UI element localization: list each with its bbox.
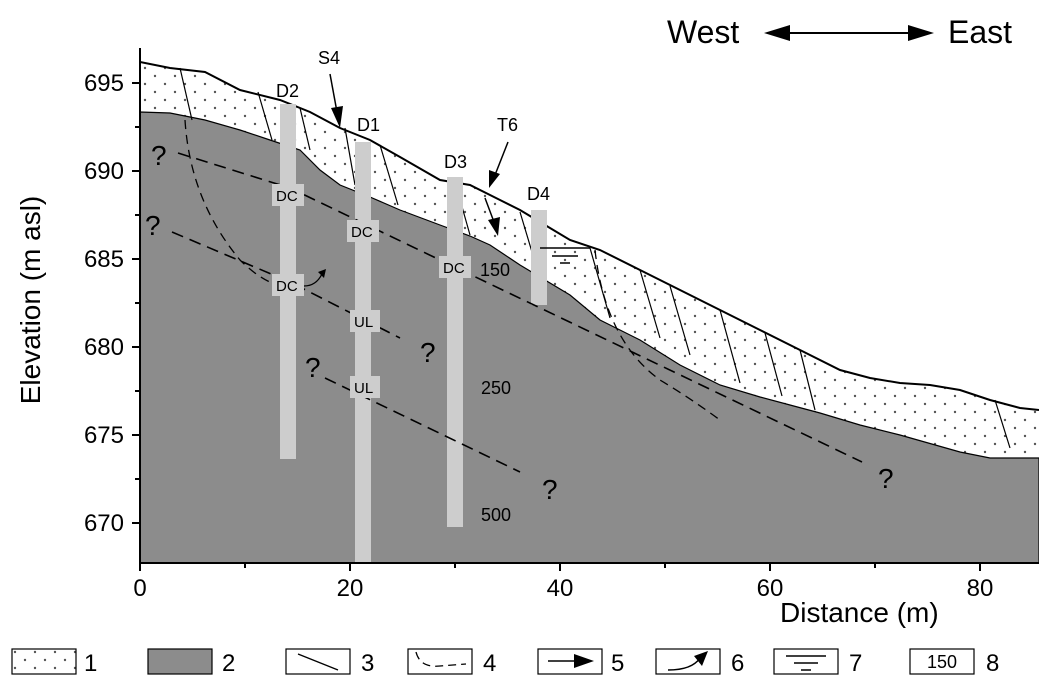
zone-dc-d3: DC <box>439 256 471 278</box>
zone-label: UL <box>354 314 373 331</box>
borehole-d4 <box>531 210 547 305</box>
legend-num: 4 <box>483 650 496 677</box>
borehole-label-d1: D1 <box>357 115 380 135</box>
legend-item-8: 150 8 <box>909 648 999 677</box>
borehole-label-d2: D2 <box>276 81 299 101</box>
t6-arrow-icon <box>489 141 509 188</box>
dashed-slip-curves <box>184 119 721 421</box>
legend-num: 5 <box>611 650 624 677</box>
shear-lines <box>179 67 1011 449</box>
zone-label: DC <box>443 260 465 277</box>
curved-arrow-head <box>318 269 326 278</box>
zone-ul-lower: UL <box>350 376 380 398</box>
legend-num: 3 <box>361 650 374 677</box>
east-label: East <box>948 14 1012 50</box>
unknown-mark: ? <box>145 210 161 241</box>
west-east-arrow <box>764 25 934 41</box>
legend: 1 2 3 4 5 6 <box>11 648 999 677</box>
legend-item-1: 1 <box>11 648 97 677</box>
zone-ul-upper: UL <box>350 310 380 332</box>
y-ticks <box>132 82 140 524</box>
legend-item-2: 2 <box>147 648 235 677</box>
bedrock-layer <box>140 111 1039 563</box>
legend-item-7: 7 <box>773 648 862 677</box>
x-tick-label: 0 <box>133 575 146 602</box>
legend-num: 6 <box>731 650 744 677</box>
y-tick-label: 690 <box>84 158 124 185</box>
x-tick-label: 60 <box>757 575 784 602</box>
legend-item-3: 3 <box>285 648 374 677</box>
unknown-mark: ? <box>305 352 321 383</box>
x-ticks <box>139 563 981 571</box>
west-label: West <box>667 14 739 50</box>
x-axis-title: Distance (m) <box>780 597 939 628</box>
y-tick-label: 675 <box>84 422 124 449</box>
x-axis <box>139 562 1039 571</box>
y-tick-label: 670 <box>84 510 124 537</box>
unknown-mark: ? <box>542 474 558 505</box>
zone-dc-d2-upper: DC <box>272 184 304 206</box>
zone-label: DC <box>351 224 373 241</box>
legend-box-value: 150 <box>927 652 957 672</box>
legend-num: 7 <box>849 650 862 677</box>
zone-dc-d2-lower: DC <box>272 274 304 296</box>
borehole-d1 <box>355 142 371 563</box>
resistivity-label-150: 150 <box>480 260 510 280</box>
y-tick-label: 680 <box>84 334 124 361</box>
s4-arrow-icon <box>329 73 343 128</box>
x-tick-label: 80 <box>967 575 994 602</box>
resistivity-label-250: 250 <box>481 378 511 398</box>
marker-label-t6: T6 <box>497 115 518 135</box>
legend-item-4: 4 <box>407 648 496 677</box>
zone-label: DC <box>276 278 298 295</box>
borehole-d3 <box>447 177 463 527</box>
marker-label-s4: S4 <box>318 48 340 68</box>
unknown-mark: ? <box>878 463 894 494</box>
y-axis-title: Elevation (m asl) <box>15 196 46 405</box>
y-tick-label: 695 <box>84 70 124 97</box>
water-table-symbol <box>540 247 590 264</box>
y-tick-label: 685 <box>84 246 124 273</box>
legend-num: 8 <box>986 650 999 677</box>
zone-label: UL <box>354 380 373 397</box>
zone-dc-d1: DC <box>347 220 379 242</box>
borehole-label-d4: D4 <box>527 184 550 204</box>
legend-num: 1 <box>84 650 97 677</box>
borehole-label-d3: D3 <box>444 152 467 172</box>
legend-item-6: 6 <box>655 648 744 677</box>
unknown-mark: ? <box>151 140 167 171</box>
resistivity-label-500: 500 <box>481 505 511 525</box>
x-tick-label: 40 <box>547 575 574 602</box>
t6-inner-arrow-icon <box>484 197 500 236</box>
y-axis <box>132 48 141 563</box>
zone-label: DC <box>276 188 298 205</box>
unknown-mark: ? <box>420 337 436 368</box>
curved-arrow-icon <box>303 273 323 287</box>
legend-num: 2 <box>222 650 235 677</box>
legend-item-5: 5 <box>537 648 624 677</box>
x-tick-label: 20 <box>337 575 364 602</box>
